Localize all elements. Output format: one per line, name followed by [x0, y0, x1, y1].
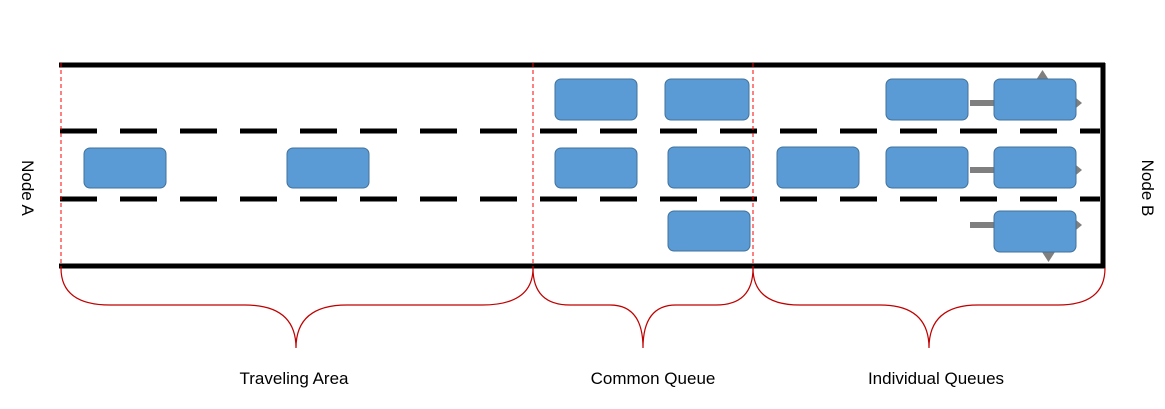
node-b-label: Node B: [1138, 160, 1157, 217]
vehicle: [776, 146, 860, 189]
vehicle: [286, 147, 370, 189]
vehicle: [885, 78, 969, 121]
section-label-common-queue: Common Queue: [591, 369, 716, 388]
brace-common-queue: [532, 267, 754, 349]
node-a-label: Node A: [18, 160, 37, 216]
vehicle: [667, 210, 751, 252]
brace-traveling-area: [60, 267, 534, 349]
vehicle: [993, 146, 1077, 189]
vehicle: [554, 78, 638, 121]
vehicle: [993, 78, 1077, 121]
brace-individual-queues: [752, 267, 1106, 349]
vehicle: [667, 146, 751, 189]
vehicle: [885, 146, 969, 189]
vehicle: [83, 147, 167, 189]
straight-arrow: [970, 165, 1082, 175]
vehicle: [664, 78, 750, 121]
vehicle: [993, 210, 1077, 253]
vehicle: [554, 147, 638, 189]
section-label-traveling-area: Traveling Area: [240, 369, 350, 388]
section-label-individual-queues: Individual Queues: [868, 369, 1004, 388]
